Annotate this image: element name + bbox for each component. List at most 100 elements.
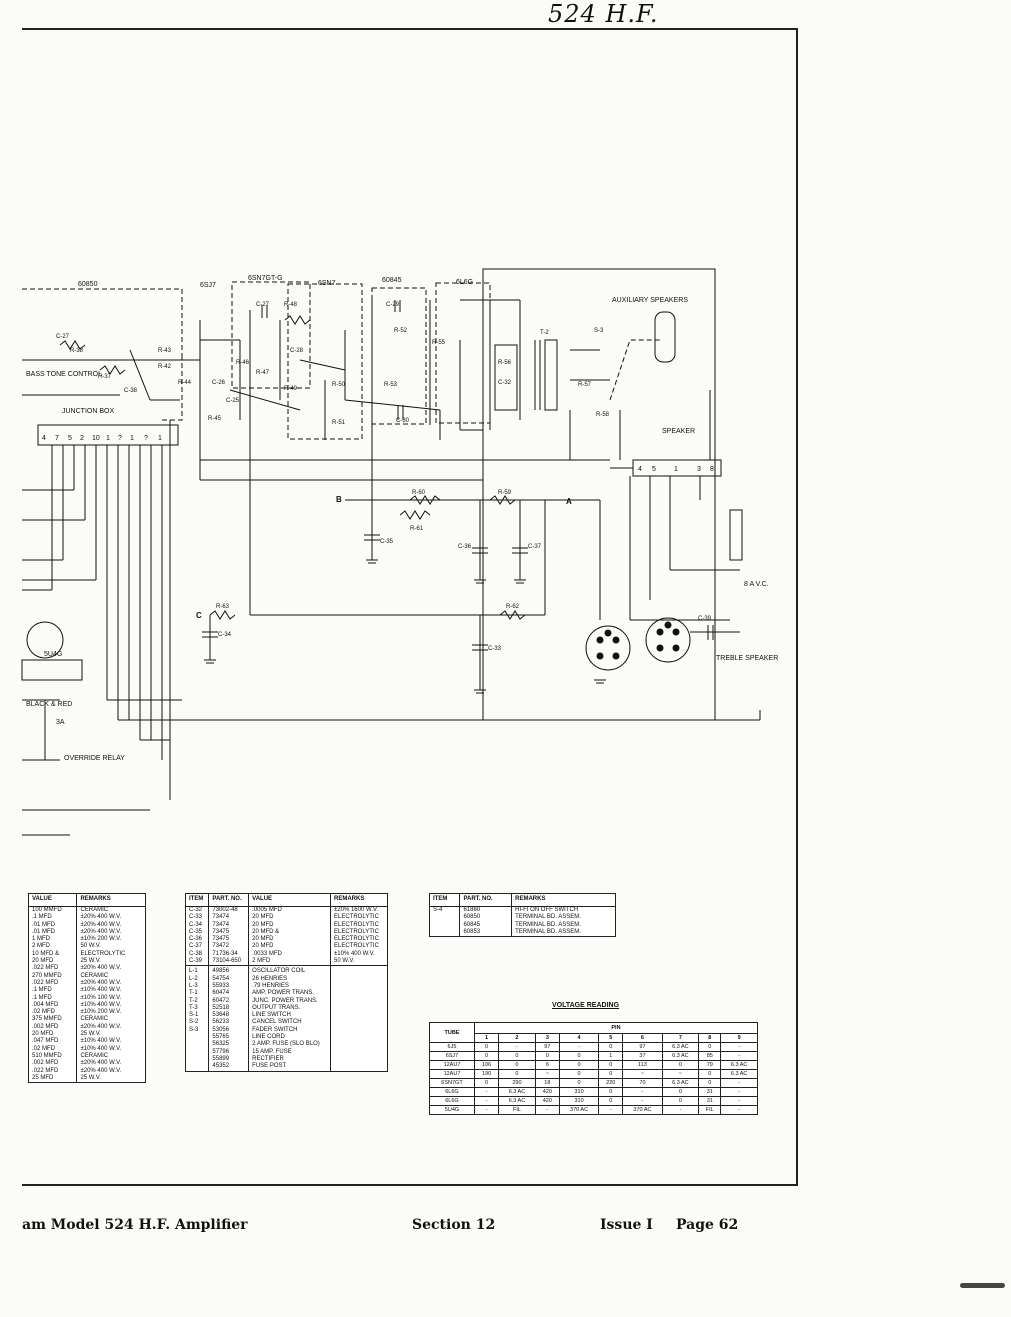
table-cell: 0 (661, 1087, 700, 1097)
table-cell (428, 914, 461, 922)
table-cell: ±10% 400 W.V. (330, 950, 388, 959)
table-cell: T-1 (184, 990, 210, 998)
table-cell: 12AU7 (429, 1060, 475, 1070)
table-cell: ±20% 400 W.V. (76, 914, 146, 922)
table-cell: 73474 (208, 921, 250, 929)
component-label: R-44 (178, 380, 192, 386)
table-cell: 420 (534, 1087, 560, 1097)
table-cell: .0033 MFD (248, 950, 331, 959)
table-cell: - (598, 1105, 624, 1115)
table-cell: OUTPUT TRANS. (248, 1004, 331, 1013)
table-cell: 73475 (208, 936, 250, 944)
table-cell: 20 MFD & (248, 928, 331, 937)
table-cell: .002 MFD (27, 1060, 78, 1068)
table-cell: HI-FI ON OFF SWITCH (511, 906, 616, 915)
table-cell: 106 (473, 1060, 500, 1070)
junction-terminal: 1 (158, 435, 162, 442)
table-cell: ±20% 400 W.V. (76, 1023, 146, 1032)
junction-terminal: ? (118, 435, 122, 442)
table-cell: .002 MFD (27, 1023, 78, 1032)
pin-header: PIN (473, 1022, 759, 1034)
table-cell: 1 (598, 1051, 624, 1061)
table-cell: LINE CORD (248, 1034, 331, 1042)
component-label: R-53 (384, 382, 398, 388)
table-cell: .022 MFD (27, 979, 78, 988)
table-cell: C-38 (184, 950, 210, 959)
component-label: C-39 (698, 616, 712, 622)
table-cell: 270 MMFD (27, 972, 78, 980)
table-header: PART. NO. (459, 893, 513, 907)
table-cell: 25 W.V. (76, 1074, 146, 1084)
table-header: PART. NO. (208, 893, 250, 907)
box-label-60850: 60850 (78, 281, 98, 288)
table-cell: ±10% 400 W.V. (76, 1001, 146, 1010)
component-label: R-43 (158, 348, 172, 354)
table-cell: - (534, 1105, 560, 1115)
component-label: R-50 (332, 382, 346, 388)
rectifier-tube-label: 5U4G (44, 651, 62, 658)
table-cell: 26 HENRIES (248, 975, 331, 983)
table-cell: 20 MFD (27, 958, 78, 966)
table-cell: - (661, 1105, 700, 1115)
table-cell: ±20% 400 W.V. (76, 965, 146, 973)
component-label: S-3 (594, 328, 604, 334)
table-cell: 6.3 AC (498, 1087, 536, 1097)
table-cell (330, 1004, 388, 1013)
table-cell: ±20% 400 W.V. (76, 921, 146, 929)
table-cell: 20 MFD (248, 921, 331, 929)
table-cell: 57796 (208, 1048, 250, 1056)
table-cell: 73002-48 (208, 906, 250, 915)
table-cell: .79 HENRIES (248, 982, 331, 991)
table-cell: 6.3 AC (720, 1060, 758, 1070)
bass-tone-control-label: BASS TONE CONTROL (26, 371, 102, 378)
table-cell: 60474 (208, 990, 250, 998)
table-cell: 0 (473, 1051, 500, 1061)
table-cell: 54754 (208, 975, 250, 983)
box-label-60845: 60845 (382, 277, 402, 284)
table-cell: FIL (698, 1105, 722, 1115)
table-cell: 0 (598, 1096, 624, 1106)
table-row: .022 MFD±20% 400 W.V. (27, 1067, 146, 1075)
component-label: R-45 (208, 416, 222, 422)
pin-number: 4 (558, 1033, 600, 1043)
table-cell: 0 (558, 1060, 600, 1070)
table-cell: 220 (598, 1078, 624, 1088)
table-cell: 53648 (208, 1012, 250, 1020)
table-cell (330, 1041, 388, 1049)
table-cell: ±10% 200 W.V. (76, 936, 146, 944)
table-cell: 0 (661, 1096, 700, 1106)
table-cell: ELECTROLYTIC (330, 936, 388, 944)
table-cell: .047 MFD (27, 1038, 78, 1046)
table-header: REMARKS (76, 893, 146, 907)
table-cell: 15 AMP. FUSE (248, 1048, 331, 1056)
component-label: R-38 (70, 348, 84, 354)
table-cell (330, 1063, 388, 1072)
table-row: .002 MFD±20% 400 W.V. (27, 1060, 146, 1068)
junction-terminal: 10 (92, 435, 100, 442)
table-cell: ±20% 400 W.V. (76, 928, 146, 937)
table-cell: .022 MFD (27, 965, 78, 973)
table-cell: - (720, 1087, 758, 1097)
table-cell: ±20% 400 W.V. (76, 1060, 146, 1068)
table-row: .002 MFD±20% 400 W.V. (27, 1023, 146, 1032)
table-cell (330, 1055, 388, 1064)
component-label: C-37 (528, 544, 542, 550)
table-cell: JUNC. POWER TRANS. (248, 997, 331, 1005)
table-cell: 49856 (208, 965, 250, 976)
component-label: C-36 (458, 544, 472, 550)
